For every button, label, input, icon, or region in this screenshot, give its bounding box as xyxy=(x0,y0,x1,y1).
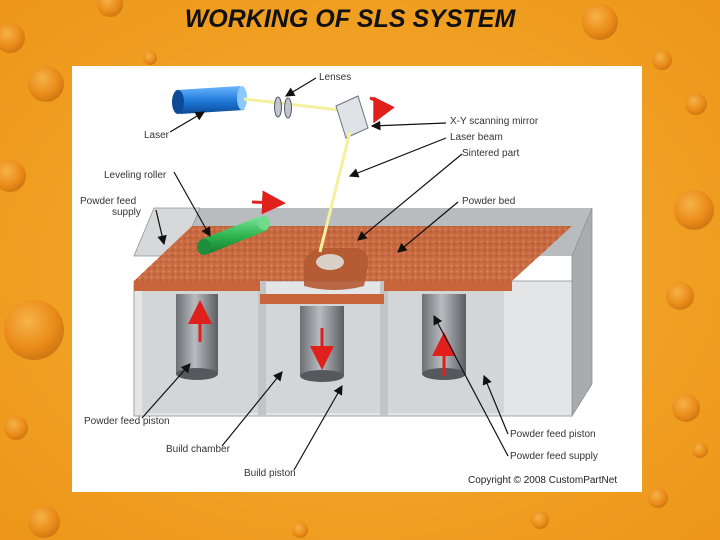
left-powder-feed-piston xyxy=(176,294,218,374)
label-laser-beam: Laser beam xyxy=(450,132,503,143)
sls-diagram: Lenses Laser X-Y scanning mirror Laser b… xyxy=(80,72,617,486)
mirror-rotation-arrow xyxy=(369,96,395,124)
label-leveling-roller: Leveling roller xyxy=(104,170,167,181)
diagram-labels: Lenses Laser X-Y scanning mirror Laser b… xyxy=(80,72,617,486)
roller-direction-arrow xyxy=(251,190,286,215)
label-build-piston: Build piston xyxy=(244,468,296,479)
label-build-chamber: Build chamber xyxy=(166,444,231,455)
laser-assembly xyxy=(172,86,369,253)
label-powder-feed-supply-left-line2: supply xyxy=(112,207,141,218)
label-powder-feed-supply-left-line1: Powder feed xyxy=(80,196,136,207)
motion-arrows xyxy=(188,96,456,376)
sintered-part xyxy=(316,254,344,270)
laser-icon xyxy=(176,86,244,114)
label-powder-feed-piston-left: Powder feed piston xyxy=(84,416,170,427)
label-sintered-part: Sintered part xyxy=(462,148,519,159)
copyright-text: Copyright © 2008 CustomPartNet xyxy=(468,475,617,486)
label-laser: Laser xyxy=(144,130,170,141)
label-lenses: Lenses xyxy=(319,72,351,83)
callout-lines xyxy=(141,77,509,471)
lenses-icon xyxy=(274,96,292,119)
label-powder-feed-piston-right: Powder feed piston xyxy=(510,429,596,440)
slide-title: WORKING OF SLS SYSTEM xyxy=(184,5,516,33)
xy-scanning-mirror-icon xyxy=(335,95,369,139)
laser-beam-horizontal xyxy=(243,97,341,112)
laser-beam-down xyxy=(318,131,352,253)
label-powder-feed-supply-right: Powder feed supply xyxy=(510,451,598,462)
label-xy-scanning-mirror: X-Y scanning mirror xyxy=(450,116,539,127)
sls-diagram-panel: Lenses Laser X-Y scanning mirror Laser b… xyxy=(72,66,642,492)
label-powder-bed: Powder bed xyxy=(462,196,515,207)
leveling-roller xyxy=(197,216,270,255)
